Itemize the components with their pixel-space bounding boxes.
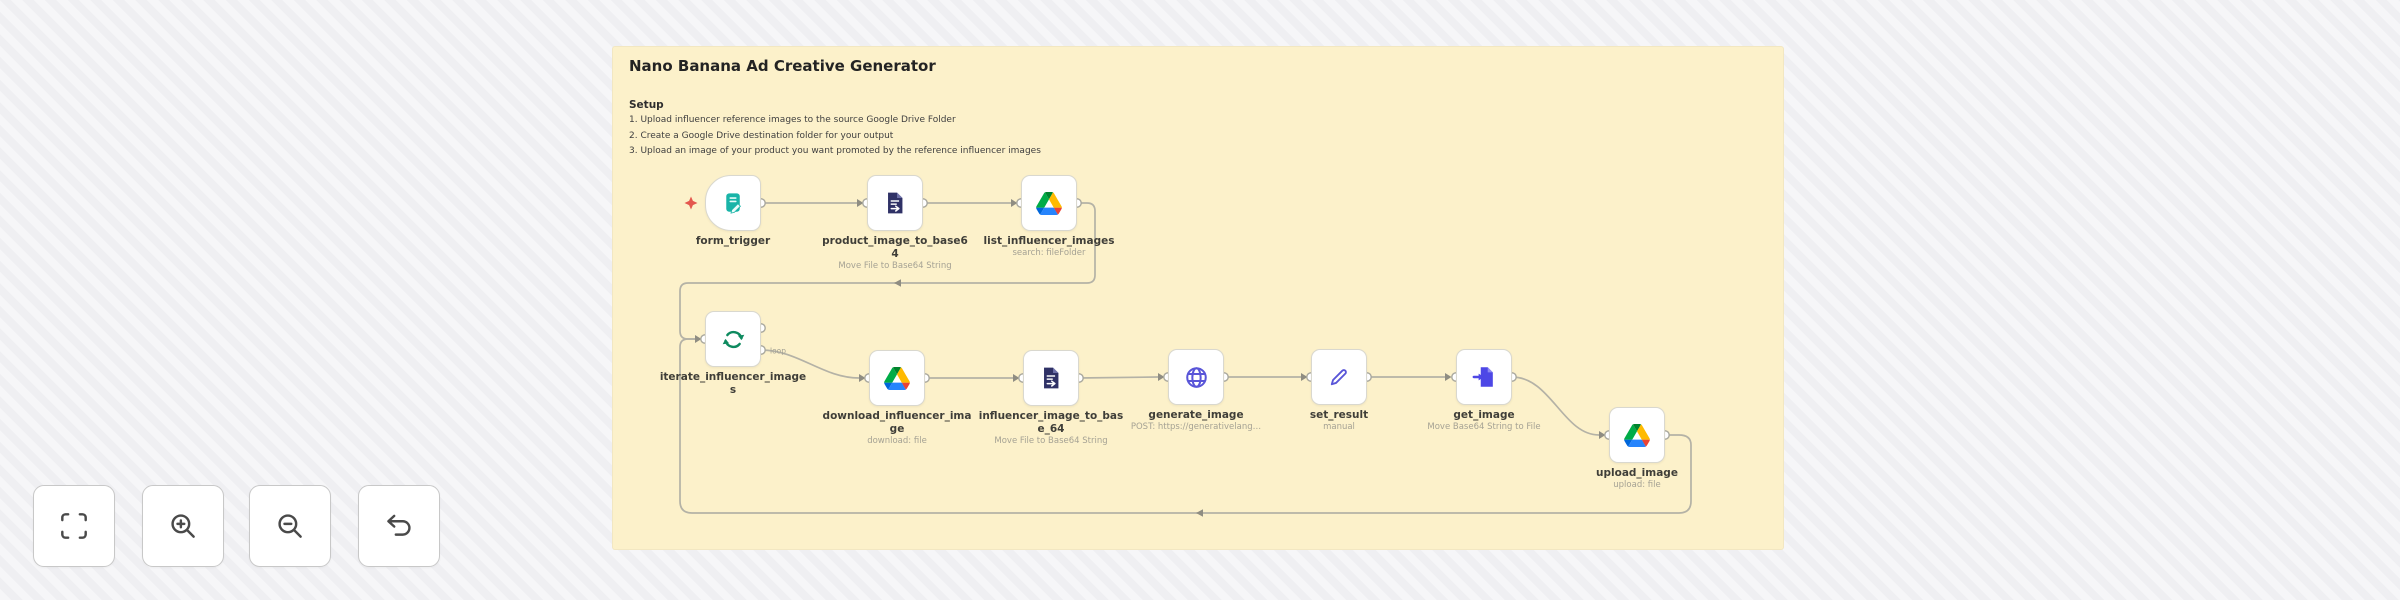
node-label: set_result bbox=[1309, 409, 1369, 421]
node-label: upload_image bbox=[1596, 467, 1678, 479]
node-subtitle: Move File to Base64 String bbox=[838, 261, 952, 271]
node-upload-image[interactable]: upload_image upload: file bbox=[1596, 407, 1678, 490]
node-product-image-to-base64[interactable]: product_image_to_base64 Move File to Bas… bbox=[822, 175, 968, 271]
node-influencer-image-to-base64[interactable]: influencer_image_to_base_64 Move File to… bbox=[979, 350, 1123, 446]
node-label: form_trigger bbox=[695, 235, 771, 247]
node-generate-image[interactable]: generate_image POST: https://generativel… bbox=[1131, 349, 1261, 432]
globe-icon bbox=[1185, 366, 1207, 388]
node-subtitle: download: file bbox=[867, 436, 927, 446]
fit-view-button[interactable] bbox=[33, 485, 115, 567]
loop-output-label: loop bbox=[770, 347, 786, 356]
undo-arrow-icon bbox=[387, 514, 411, 536]
node-label: generate_image bbox=[1148, 409, 1244, 421]
node-box[interactable] bbox=[867, 175, 923, 231]
node-form-trigger[interactable]: form_trigger bbox=[696, 175, 770, 247]
node-label: influencer_image_to_base_64 bbox=[978, 410, 1124, 435]
google-drive-icon bbox=[1036, 191, 1062, 215]
zoom-in-icon bbox=[171, 514, 195, 538]
node-label: iterate_influencer_images bbox=[659, 371, 807, 396]
extract-from-file-icon bbox=[1044, 367, 1059, 389]
setup-heading: Setup bbox=[629, 99, 664, 111]
required-marker-icon bbox=[684, 196, 698, 210]
node-box[interactable] bbox=[869, 350, 925, 406]
node-download-influencer-image[interactable]: download_influencer_image download: file bbox=[823, 350, 971, 446]
node-subtitle: manual bbox=[1323, 422, 1355, 432]
form-trigger-icon bbox=[725, 192, 741, 214]
node-box[interactable] bbox=[1311, 349, 1367, 405]
node-box[interactable] bbox=[1023, 350, 1079, 406]
node-set-result[interactable]: set_result manual bbox=[1310, 349, 1368, 432]
setup-step-2: 2. Create a Google Drive destination fol… bbox=[629, 131, 894, 141]
node-box[interactable] bbox=[1609, 407, 1665, 463]
node-label: get_image bbox=[1453, 409, 1515, 421]
node-label: download_influencer_image bbox=[822, 410, 972, 435]
node-subtitle: POST: https://generativelang… bbox=[1130, 422, 1262, 432]
node-iterate-influencer-images[interactable]: iterate_influencer_images bbox=[660, 311, 806, 396]
node-box[interactable] bbox=[705, 311, 761, 367]
reset-zoom-button[interactable] bbox=[358, 485, 440, 567]
node-subtitle: search: fileFolder bbox=[1012, 248, 1086, 258]
zoom-out-icon bbox=[278, 514, 302, 538]
node-label: product_image_to_base64 bbox=[822, 235, 968, 260]
zoom-out-button[interactable] bbox=[249, 485, 331, 567]
google-drive-icon bbox=[884, 366, 910, 390]
extract-from-file-icon bbox=[888, 192, 903, 214]
node-box[interactable] bbox=[1456, 349, 1512, 405]
zoom-in-button[interactable] bbox=[142, 485, 224, 567]
node-subtitle: Move Base64 String to File bbox=[1427, 422, 1541, 432]
convert-to-file-icon bbox=[1472, 367, 1493, 387]
node-box[interactable] bbox=[1168, 349, 1224, 405]
sticky-note[interactable]: Nano Banana Ad Creative Generator Setup … bbox=[612, 46, 1784, 550]
fit-view-icon bbox=[61, 513, 87, 539]
setup-step-3: 3. Upload an image of your product you w… bbox=[629, 146, 1041, 156]
node-label: list_influencer_images bbox=[983, 235, 1115, 247]
setup-step-1: 1. Upload influencer reference images to… bbox=[629, 115, 956, 125]
node-box[interactable] bbox=[1021, 175, 1077, 231]
workflow-title: Nano Banana Ad Creative Generator bbox=[629, 57, 936, 75]
loop-icon bbox=[722, 330, 744, 348]
node-subtitle: Move File to Base64 String bbox=[994, 436, 1108, 446]
node-list-influencer-images[interactable]: list_influencer_images search: fileFolde… bbox=[984, 175, 1114, 258]
google-drive-icon bbox=[1624, 423, 1650, 447]
pencil-icon bbox=[1330, 369, 1347, 386]
node-get-image[interactable]: get_image Move Base64 String to File bbox=[1427, 349, 1541, 432]
node-box[interactable] bbox=[705, 175, 761, 231]
node-subtitle: upload: file bbox=[1613, 480, 1661, 490]
